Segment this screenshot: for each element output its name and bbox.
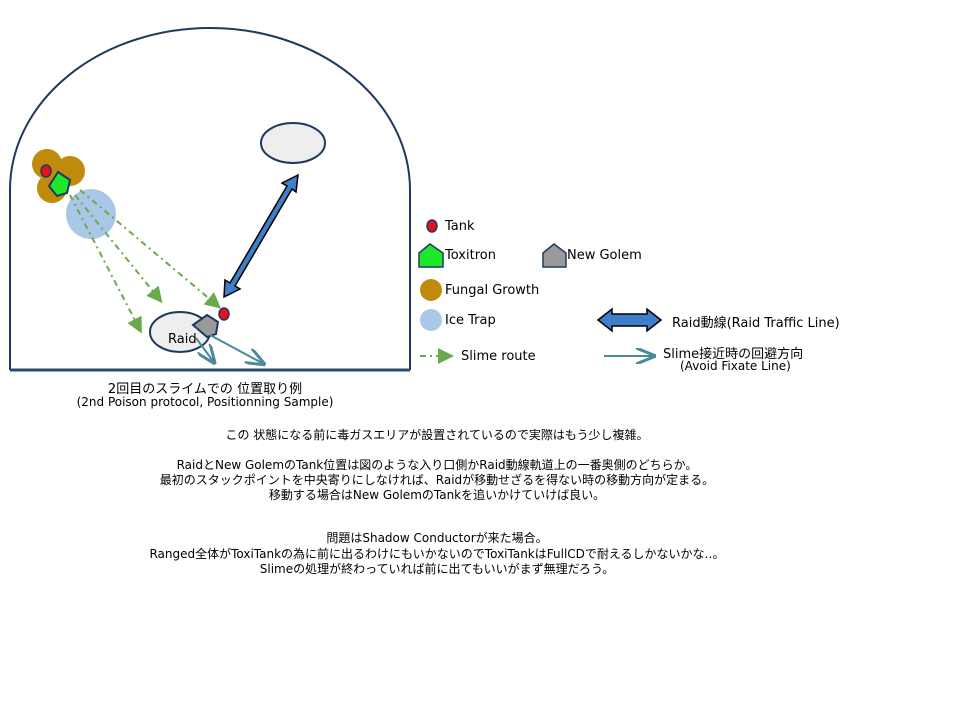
legend-tank-icon [426, 219, 438, 233]
slime-routes [69, 189, 222, 334]
legend-avoid-jp: Slime接近時の回避方向 [663, 347, 804, 362]
legend-fungal-label: Fungal Growth [445, 283, 540, 298]
legend-toxitron-icon [418, 243, 444, 268]
caption-jp: 2回目のスライムでの 位置取り例 [107, 382, 303, 397]
note-line: 最初のスタックポイントを中央寄りにしなければ、Raidが移動せざるを得ない時の移… [159, 473, 715, 487]
arena-outline [9, 27, 411, 370]
toxitron-marker [47, 170, 72, 198]
note-line: この 状態になる前に毒ガスエリアが設置されているので実際はもう少し複雑。 [225, 428, 649, 442]
legend-ice-icon [420, 309, 442, 331]
note-line: 問題はShadow Conductorが来た場合。 [326, 531, 548, 545]
legend-fungal-icon [420, 279, 442, 301]
legend-slime-label: Slime route [461, 349, 536, 364]
avoid-fixate-lines [195, 334, 262, 363]
raid-traffic-arrow [223, 173, 299, 299]
note-line: Ranged全体がToxiTankの為に前に出るわけにもいかないのでToxiTa… [149, 547, 725, 561]
far-spot-ellipse [260, 122, 326, 164]
note-line: 移動する場合はNew GolemのTankを追いかけていけば良い。 [268, 488, 606, 502]
tank-marker-toxitron [40, 164, 52, 178]
legend-tank-label: Tank [445, 219, 475, 234]
raid-label: Raid [168, 332, 197, 347]
caption-en: (2nd Poison protocol, Positionning Sampl… [76, 395, 334, 409]
ice-trap [66, 189, 116, 239]
legend-raid-line-label: Raid動線(Raid Traffic Line) [672, 316, 840, 331]
note-line: Slimeの処理が終わっていれば前に出てもいいがまず無理だろう。 [259, 562, 615, 576]
legend-ice-label: Ice Trap [445, 313, 496, 328]
legend-golem-label: New Golem [567, 248, 642, 263]
note-line: RaidとNew GolemのTank位置は図のような入り口側かRaid動線軌道… [176, 458, 698, 472]
legend-golem-icon [542, 243, 567, 268]
legend-raid-arrow-icon [596, 307, 663, 333]
legend-toxitron-label: Toxitron [445, 248, 496, 263]
tank-marker-golem [218, 307, 230, 321]
legend-avoid-en: (Avoid Fixate Line) [680, 359, 791, 373]
